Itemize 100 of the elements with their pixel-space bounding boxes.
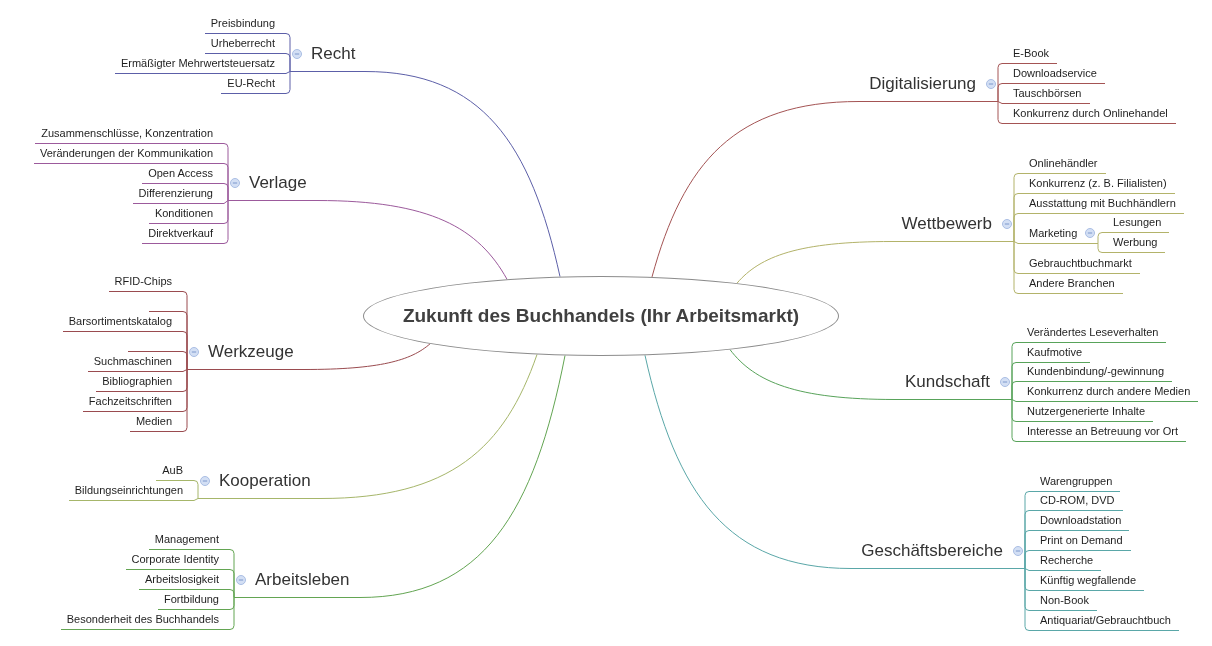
empty-branch-line bbox=[149, 311, 183, 312]
subtopic-item: CD-ROM, DVD bbox=[1029, 493, 1123, 511]
subtopic-item: Medien bbox=[129, 414, 183, 432]
subtopic-item: Kundenbindung/-gewinnung bbox=[1016, 364, 1172, 382]
topic-label: Geschäftsbereiche bbox=[861, 541, 1003, 561]
subtopic-item: Tauschbörsen bbox=[1002, 86, 1090, 104]
bracket-line bbox=[182, 351, 188, 370]
branch-curve bbox=[729, 349, 896, 400]
topic-branch bbox=[859, 74, 998, 102]
branch-curve bbox=[303, 343, 431, 370]
topic-branch bbox=[187, 342, 304, 370]
central-topic-ellipse: Zukunft des Buchhandels (Ihr Arbeitsmarkt) bbox=[363, 276, 839, 356]
subtopic-item: Recherche bbox=[1029, 553, 1102, 571]
topic-branch bbox=[894, 372, 1012, 400]
topic-label: Arbeitsleben bbox=[255, 570, 350, 590]
subtopic-item: Andere Branchen bbox=[1018, 276, 1123, 294]
bracket-line bbox=[997, 101, 1003, 124]
bracket-line bbox=[1097, 232, 1103, 244]
subtopic-item: Interesse an Betreuung vor Ort bbox=[1016, 424, 1187, 442]
subtopic-item: Downloadservice bbox=[1002, 66, 1105, 84]
branch-curve bbox=[316, 200, 508, 280]
subtopic-item: AuB bbox=[156, 463, 194, 481]
topic-branch bbox=[198, 471, 321, 499]
topic-branch bbox=[290, 44, 366, 72]
subtopic-item: Bibliographien bbox=[96, 374, 183, 392]
subtopic-item: Besonderheit des Buchhandels bbox=[60, 612, 230, 630]
bracket-line bbox=[1011, 399, 1017, 402]
subtopic-item: Zusammenschlüsse, Konzentration bbox=[35, 126, 224, 144]
topic-branch bbox=[851, 541, 1025, 569]
branch-curve bbox=[651, 101, 860, 278]
subtopic-item: Verändertes Leseverhalten bbox=[1016, 325, 1167, 343]
bracket-line bbox=[1024, 568, 1030, 631]
subtopic-item: Konkurrenz durch andere Medien bbox=[1016, 384, 1199, 402]
subtopic-item: Konkurrenz (z. B. Filialisten) bbox=[1018, 176, 1175, 194]
bracket-line bbox=[285, 71, 291, 94]
subtopic-item: Non-Book bbox=[1029, 593, 1097, 611]
topic-label: Recht bbox=[311, 44, 356, 64]
subtopic-item: Differenzierung bbox=[132, 186, 224, 204]
subtopic-item: Lesungen bbox=[1102, 215, 1170, 233]
bracket-line bbox=[285, 71, 291, 74]
subtopic-item: Corporate Identity bbox=[125, 552, 230, 570]
subtopic-item: Werbung bbox=[1102, 235, 1166, 253]
subtopic-item: Onlinehändler bbox=[1018, 156, 1106, 174]
topic-label: Wettbewerb bbox=[901, 214, 992, 234]
subtopic-item: Bildungseinrichtungen bbox=[68, 483, 194, 501]
bracket-line bbox=[182, 369, 188, 372]
subtopic-item: Kaufmotive bbox=[1016, 345, 1091, 363]
subtopic-item: Downloadstation bbox=[1029, 513, 1130, 531]
subtopic-item: Suchmaschinen bbox=[87, 354, 183, 372]
branch-curve bbox=[359, 355, 566, 598]
bracket-line bbox=[1024, 568, 1030, 571]
subtopic-item: Gebrauchtbuchmarkt bbox=[1018, 256, 1140, 274]
subtopic-item: Preisbindung bbox=[204, 16, 286, 34]
topic-branch bbox=[891, 214, 1014, 242]
topic-branch bbox=[234, 570, 360, 598]
subtopic-item: Management bbox=[148, 532, 230, 550]
branch-curve bbox=[644, 354, 852, 569]
subtopic-item: Antiquariat/Gebrauchtbuch bbox=[1029, 613, 1179, 631]
bracket-line bbox=[1013, 241, 1019, 294]
topic-label: Digitalisierung bbox=[869, 74, 976, 94]
subtopic-item: Warengruppen bbox=[1029, 474, 1121, 492]
subtopic-item: Veränderungen der Kommunikation bbox=[33, 146, 224, 164]
topic-label: Werkzeuge bbox=[208, 342, 294, 362]
bracket-line bbox=[193, 480, 199, 499]
bracket-line bbox=[1013, 241, 1019, 244]
subtopic-branch bbox=[1018, 226, 1098, 244]
subtopic-item: EU-Recht bbox=[221, 76, 286, 94]
subtopic-item: Konkurrenz durch Onlinehandel bbox=[1002, 106, 1176, 124]
subtopic-item: Nutzergenerierte Inhalte bbox=[1016, 404, 1153, 422]
subtopic-item: RFID-Chips bbox=[108, 274, 183, 292]
subtopic-item: Ermäßigter Mehrwertsteuersatz bbox=[114, 56, 286, 74]
subtopic-label: Marketing bbox=[1029, 226, 1078, 240]
bracket-line bbox=[229, 589, 235, 598]
bracket-line bbox=[1011, 399, 1017, 442]
bracket-line bbox=[182, 369, 188, 432]
subtopic-item: Ausstattung mit Buchhändlern bbox=[1018, 196, 1184, 214]
bracket-line bbox=[1097, 243, 1103, 253]
bracket-line bbox=[229, 597, 235, 630]
empty-branch-line bbox=[128, 351, 183, 352]
bracket-line bbox=[285, 53, 291, 72]
subtopic-item: Barsortimentskatalog bbox=[62, 314, 183, 332]
branch-curve bbox=[736, 241, 893, 284]
bracket-line bbox=[997, 101, 1003, 104]
subtopic-item: E-Book bbox=[1002, 46, 1058, 64]
subtopic-item: Konditionen bbox=[148, 206, 224, 224]
branch-curve bbox=[320, 354, 538, 499]
subtopic-item: Print on Demand bbox=[1029, 533, 1131, 551]
subtopic-item: Künftig wegfallende bbox=[1029, 573, 1144, 591]
topic-label: Verlage bbox=[249, 173, 307, 193]
subtopic-item: Arbeitslosigkeit bbox=[139, 572, 230, 590]
bracket-line bbox=[223, 200, 229, 244]
bracket-line bbox=[223, 200, 229, 204]
subtopic-item: Open Access bbox=[142, 166, 224, 184]
topic-label: Kundschaft bbox=[904, 372, 990, 392]
topic-label: Kooperation bbox=[219, 471, 311, 491]
bracket-line bbox=[223, 183, 229, 201]
subtopic-item: Direktverkauf bbox=[142, 226, 224, 244]
bracket-line bbox=[1013, 213, 1019, 242]
branch-curve bbox=[364, 71, 561, 278]
subtopic-item: Urheberrecht bbox=[204, 36, 286, 54]
